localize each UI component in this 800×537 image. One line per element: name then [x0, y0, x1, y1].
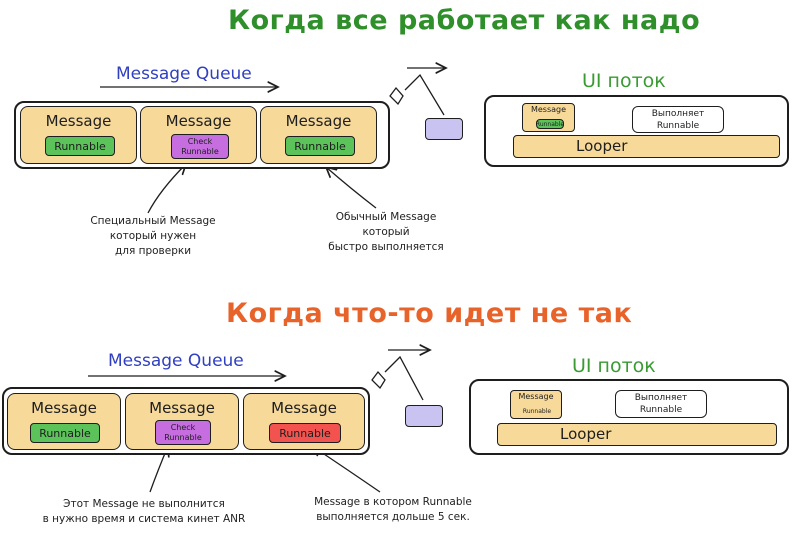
message-card: Message Runnable [7, 393, 121, 450]
check-runnable-chip: Check Runnable [171, 134, 229, 159]
message-card: Message Runnable [243, 393, 365, 450]
message-card: Message Runnable [260, 106, 377, 164]
slow-runnable-chip: Runnable [269, 423, 341, 443]
ui-message-card-bottom: Message Runnable [510, 390, 562, 419]
ui-thread-label-top: UI поток [582, 70, 666, 92]
ui-runnable-chip: Runnable [535, 119, 565, 129]
handler-box-top [425, 118, 463, 140]
queue-label-bottom: Message Queue [108, 351, 244, 371]
queue-label-top: Message Queue [116, 64, 252, 84]
executes-runnable-box-top: Выполняет Runnable [632, 106, 724, 133]
handler-hand-top [389, 86, 404, 106]
handler-arm-bottom [384, 355, 424, 401]
message-title: Message [165, 112, 232, 130]
pointer-regular-arrow [326, 167, 377, 209]
handler-arm-top [404, 73, 445, 116]
message-card: Message Check Runnable [125, 393, 239, 450]
section-bad-title: Когда что-то идет не так [226, 298, 633, 329]
ui-message-title: Message [530, 105, 567, 114]
ui-message-title: Message [518, 392, 554, 401]
handler-box-bottom [405, 405, 443, 427]
runnable-chip: Runnable [45, 136, 115, 156]
pointer-special-arrow [147, 164, 186, 214]
message-title: Message [31, 399, 97, 417]
note-anr: Этот Message не выполнится в нужно время… [42, 498, 246, 525]
message-card: Message Check Runnable [140, 106, 257, 164]
check-runnable-chip: Check Runnable [155, 420, 211, 445]
looper-label-top: Looper [576, 137, 628, 155]
ui-thread-label-bottom: UI поток [572, 355, 656, 377]
looper-label-bottom: Looper [560, 425, 612, 443]
runnable-chip: Runnable [285, 136, 355, 156]
note-slow-runnable: Message в котором Runnable выполняется д… [314, 496, 472, 523]
looper-bar-top: Looper [513, 135, 780, 158]
message-card: Message Runnable [20, 106, 137, 164]
message-title: Message [285, 112, 352, 130]
executes-runnable-box-bottom: Выполняет Runnable [615, 390, 707, 418]
message-title: Message [149, 399, 215, 417]
message-title: Message [271, 399, 337, 417]
note-special-message: Специальный Message который нужен для пр… [90, 215, 216, 257]
note-regular-message: Обычный Message который быстро выполняет… [328, 211, 444, 253]
section-ok-title: Когда все работает как надо [228, 5, 701, 36]
ui-message-card-top: Message Runnable [522, 103, 575, 132]
message-title: Message [45, 112, 112, 130]
handler-hand-bottom [371, 370, 386, 390]
runnable-chip: Runnable [30, 423, 100, 443]
ui-runnable-label: Runnable [522, 407, 552, 415]
looper-bar-bottom: Looper [497, 423, 777, 446]
